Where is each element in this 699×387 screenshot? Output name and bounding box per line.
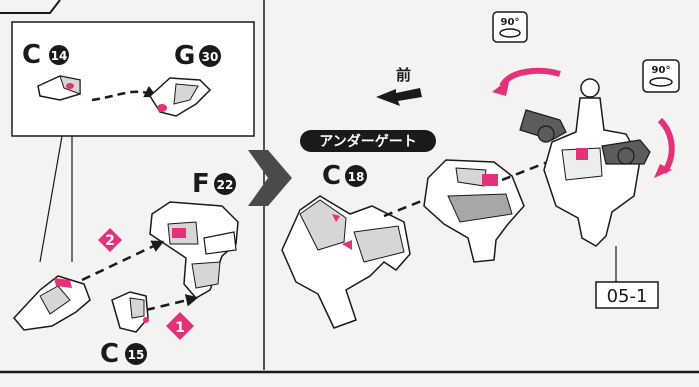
svg-text:90°: 90°: [652, 65, 671, 76]
part-c14: [37, 75, 81, 101]
label-c14: C 14: [22, 40, 69, 70]
step-badge-2: 2: [98, 228, 122, 252]
svg-text:30: 30: [202, 50, 219, 64]
part-base-left: [13, 275, 91, 331]
rotate-icon-top: 90°: [492, 11, 528, 43]
svg-text:C: C: [22, 40, 41, 70]
svg-text:90°: 90°: [501, 17, 520, 28]
svg-text:C: C: [322, 161, 341, 191]
part-code-label: 05-1: [595, 246, 659, 309]
part-torso: [519, 78, 651, 247]
part-g30: [149, 77, 212, 117]
joint-left: [519, 109, 567, 143]
svg-text:18: 18: [348, 170, 365, 184]
joint-right: [601, 139, 651, 165]
svg-text:前: 前: [396, 66, 411, 84]
svg-text:アンダーゲート: アンダーゲート: [319, 133, 416, 150]
svg-text:22: 22: [217, 178, 234, 192]
under-gate-badge: アンダーゲート: [300, 130, 436, 152]
svg-text:1: 1: [175, 320, 185, 336]
label-g30: G 30: [174, 41, 221, 71]
dashed-arrow-step-1: [145, 294, 199, 312]
label-c15: C 15: [100, 339, 147, 369]
part-c18: [281, 195, 411, 329]
step-badge-1: 1: [166, 312, 194, 340]
next-step-arrow: [248, 150, 292, 206]
part-f22-assembly: [149, 201, 239, 299]
svg-text:F: F: [192, 169, 210, 199]
label-f22: F 22: [192, 169, 236, 199]
label-c18: C 18: [322, 161, 367, 191]
part-c15: [111, 291, 149, 333]
svg-text:2: 2: [105, 233, 115, 249]
rotate-icon-right: 90°: [642, 59, 680, 93]
dashed-arrow-step-2: [81, 240, 165, 282]
dashed-arrow-c14-g30: [91, 85, 158, 102]
svg-text:15: 15: [128, 348, 145, 362]
svg-text:G: G: [174, 41, 195, 71]
svg-text:05-1: 05-1: [607, 286, 648, 307]
part-middle-assembly: [423, 159, 525, 263]
svg-text:C: C: [100, 339, 119, 369]
rotation-arrow-right: [654, 117, 675, 178]
rotation-arrow-top: [492, 67, 561, 96]
svg-text:14: 14: [51, 49, 68, 63]
front-indicator: 前: [376, 66, 422, 106]
